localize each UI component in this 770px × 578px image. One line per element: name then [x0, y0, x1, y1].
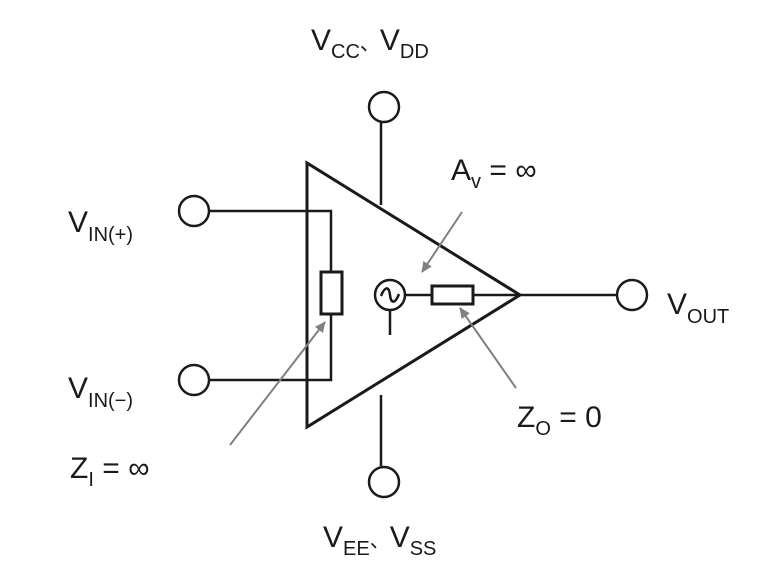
ac-source-icon: [373, 278, 407, 335]
in-pos-wire: [209, 209, 333, 272]
in-neg-terminal-icon: [177, 363, 211, 397]
supply-pos-terminal-icon: [367, 90, 401, 124]
out-terminal-icon: [615, 278, 649, 312]
opamp-triangle: [305, 160, 523, 430]
supply-neg-label: VEE、VSS: [323, 521, 436, 560]
zin-arrow: [229, 321, 326, 446]
zin-label: ZI = ∞: [70, 452, 149, 491]
zout-label: ZO = 0: [517, 401, 602, 440]
in-neg-label: VIN(−): [68, 372, 133, 412]
zout-arrow: [459, 307, 517, 389]
output-resistor-icon: [430, 284, 475, 306]
in-pos-label: VIN(+): [68, 206, 133, 246]
supply-neg-terminal-icon: [367, 465, 401, 499]
input-resistor-icon: [319, 270, 344, 316]
in-neg-wire: [209, 314, 333, 382]
in-pos-terminal-icon: [177, 194, 211, 228]
supply-pos-label: VCC、VDD: [311, 24, 429, 63]
out-label: VOUT: [667, 288, 729, 328]
gain-label: Av = ∞: [451, 154, 537, 193]
gain-arrow: [421, 211, 463, 273]
